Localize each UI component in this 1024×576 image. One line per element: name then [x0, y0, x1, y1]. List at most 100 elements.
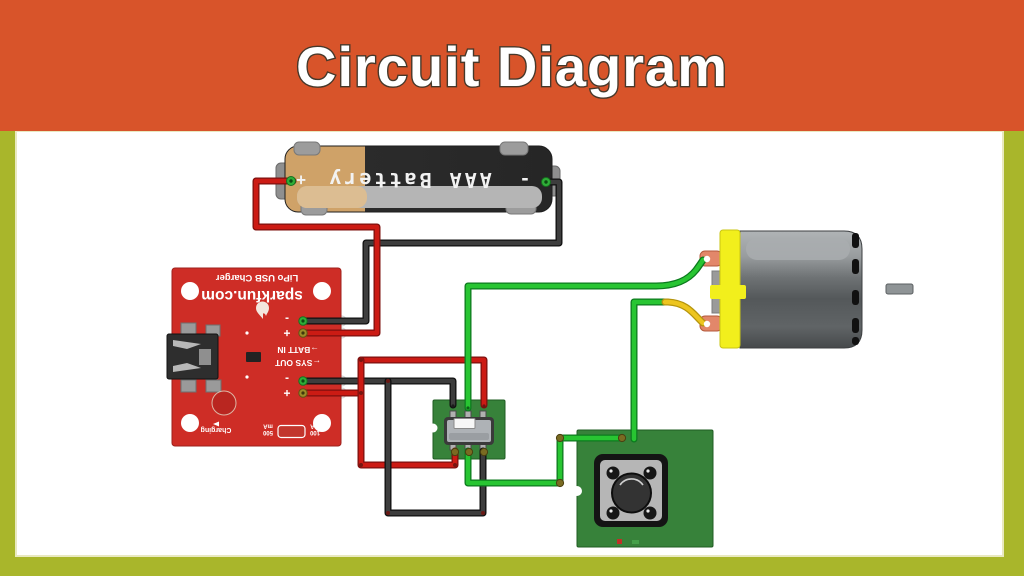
silk-dot [245, 331, 249, 335]
motor-vent-slot [852, 259, 859, 274]
push-button-board [572, 429, 714, 548]
silk-dot [245, 375, 249, 379]
wire-path [465, 257, 706, 411]
motor-vent-slot [852, 233, 859, 248]
sys-out-label: ←SYS OUT [274, 358, 321, 368]
wire-motor-yellow [661, 298, 707, 327]
wire-battery-positive [252, 177, 381, 337]
current-jumper-group: 100 mA 500 mA [262, 423, 320, 439]
pad-hole [301, 391, 305, 395]
bend-dot [453, 463, 457, 467]
wire-battery-negative [300, 178, 563, 325]
wire-motor-to-button-green [630, 298, 669, 443]
batt-in-plus-label: + [283, 326, 290, 340]
wire-path [253, 178, 380, 336]
wire-joint-pad [555, 478, 565, 488]
button-cap-glint [619, 478, 644, 486]
wire-path [662, 299, 706, 326]
push-button [594, 454, 668, 527]
mounting-hole [313, 414, 331, 432]
product-label: LiPo USB Charger [216, 272, 299, 283]
wire-end-dot [466, 406, 470, 410]
pin-glint [609, 469, 613, 473]
bend-dot [359, 463, 363, 467]
button-corner-pin [643, 506, 657, 520]
wire-sysout-negative [300, 377, 457, 409]
bend-dot [481, 511, 485, 515]
pin-glint [609, 509, 613, 513]
battery: + AAA Battery - [275, 141, 561, 216]
page-title: Circuit Diagram [296, 35, 728, 98]
current-jumper [277, 424, 306, 439]
motor-highlight [746, 238, 850, 260]
motor-body [739, 230, 863, 349]
batt-in-minus-label: - [285, 312, 289, 326]
pad-hole [301, 331, 305, 335]
pin-glint [646, 469, 650, 473]
pcb-marking [617, 539, 622, 544]
motor-cap-tab [710, 285, 746, 299]
battery-stripe-tan [297, 186, 367, 208]
sparkfun-flame-icon [256, 301, 269, 319]
wire-path [301, 378, 456, 408]
usb-tab [180, 322, 197, 335]
button-corner-pin [606, 466, 620, 480]
usb-slot [199, 349, 211, 365]
slide-switch [444, 410, 494, 451]
mounting-hole [313, 282, 331, 300]
usb-tab [180, 379, 197, 393]
battery-ring-tab [499, 141, 529, 156]
jumper-500-label: 500 [262, 429, 273, 435]
bend-dot [359, 391, 363, 395]
wire-switch-loop-red [357, 356, 459, 469]
wire-switch-to-motor-green [464, 256, 707, 412]
connector-rings [286, 176, 711, 515]
pcb-notch [572, 486, 582, 496]
switch-base-shade [449, 433, 489, 440]
sys-out-plus-label: + [283, 386, 290, 400]
jumper-unit-label: mA [263, 423, 273, 429]
wire-end-dot [451, 404, 455, 408]
bend-dot [359, 358, 363, 362]
bend-dot [386, 379, 390, 383]
jumper-unit-label: mA [310, 423, 320, 429]
lipo-charger-board: LiPo USB Charger sparkfun.com - + →BATT … [166, 267, 347, 447]
battery-terminal-hole [544, 180, 548, 184]
pcb-marking [632, 540, 639, 544]
usb-tab [205, 379, 222, 393]
mini-usb-connector [166, 322, 222, 393]
pad-hole [301, 319, 305, 323]
motor-vent-slot [852, 337, 859, 345]
sys-out-minus-label: - [285, 372, 289, 386]
mounting-hole [181, 414, 199, 432]
motor-vent-slot [852, 318, 859, 333]
switch-pad [464, 447, 474, 457]
board-pad-circle [211, 390, 237, 416]
charging-led-arrow-icon [213, 421, 219, 427]
usb-contact [173, 363, 201, 372]
motor-vent-slot [852, 290, 859, 305]
bend-dot [386, 511, 390, 515]
wire-path [631, 299, 668, 442]
switch-knob [453, 418, 476, 429]
battery-label: AAA Battery [326, 168, 491, 192]
battery-terminal-hole [289, 179, 293, 183]
jumper-100-label: 100 [309, 429, 320, 435]
switch-pad [450, 447, 460, 457]
battery-plus-label: + [296, 171, 306, 190]
slide-switch-board [428, 399, 506, 460]
wire-joint-pad [617, 433, 627, 443]
terminal-hole [703, 320, 711, 328]
wire-path [301, 179, 562, 324]
button-corner-pin [643, 466, 657, 480]
wire-path [358, 357, 458, 468]
switch-pad [479, 447, 489, 457]
terminal-hole [703, 255, 711, 263]
pad-hole [301, 379, 305, 383]
mounting-hole [181, 282, 199, 300]
dc-motor [699, 229, 914, 349]
motor-shaft [885, 283, 914, 295]
wire-joint-pad [555, 433, 565, 443]
